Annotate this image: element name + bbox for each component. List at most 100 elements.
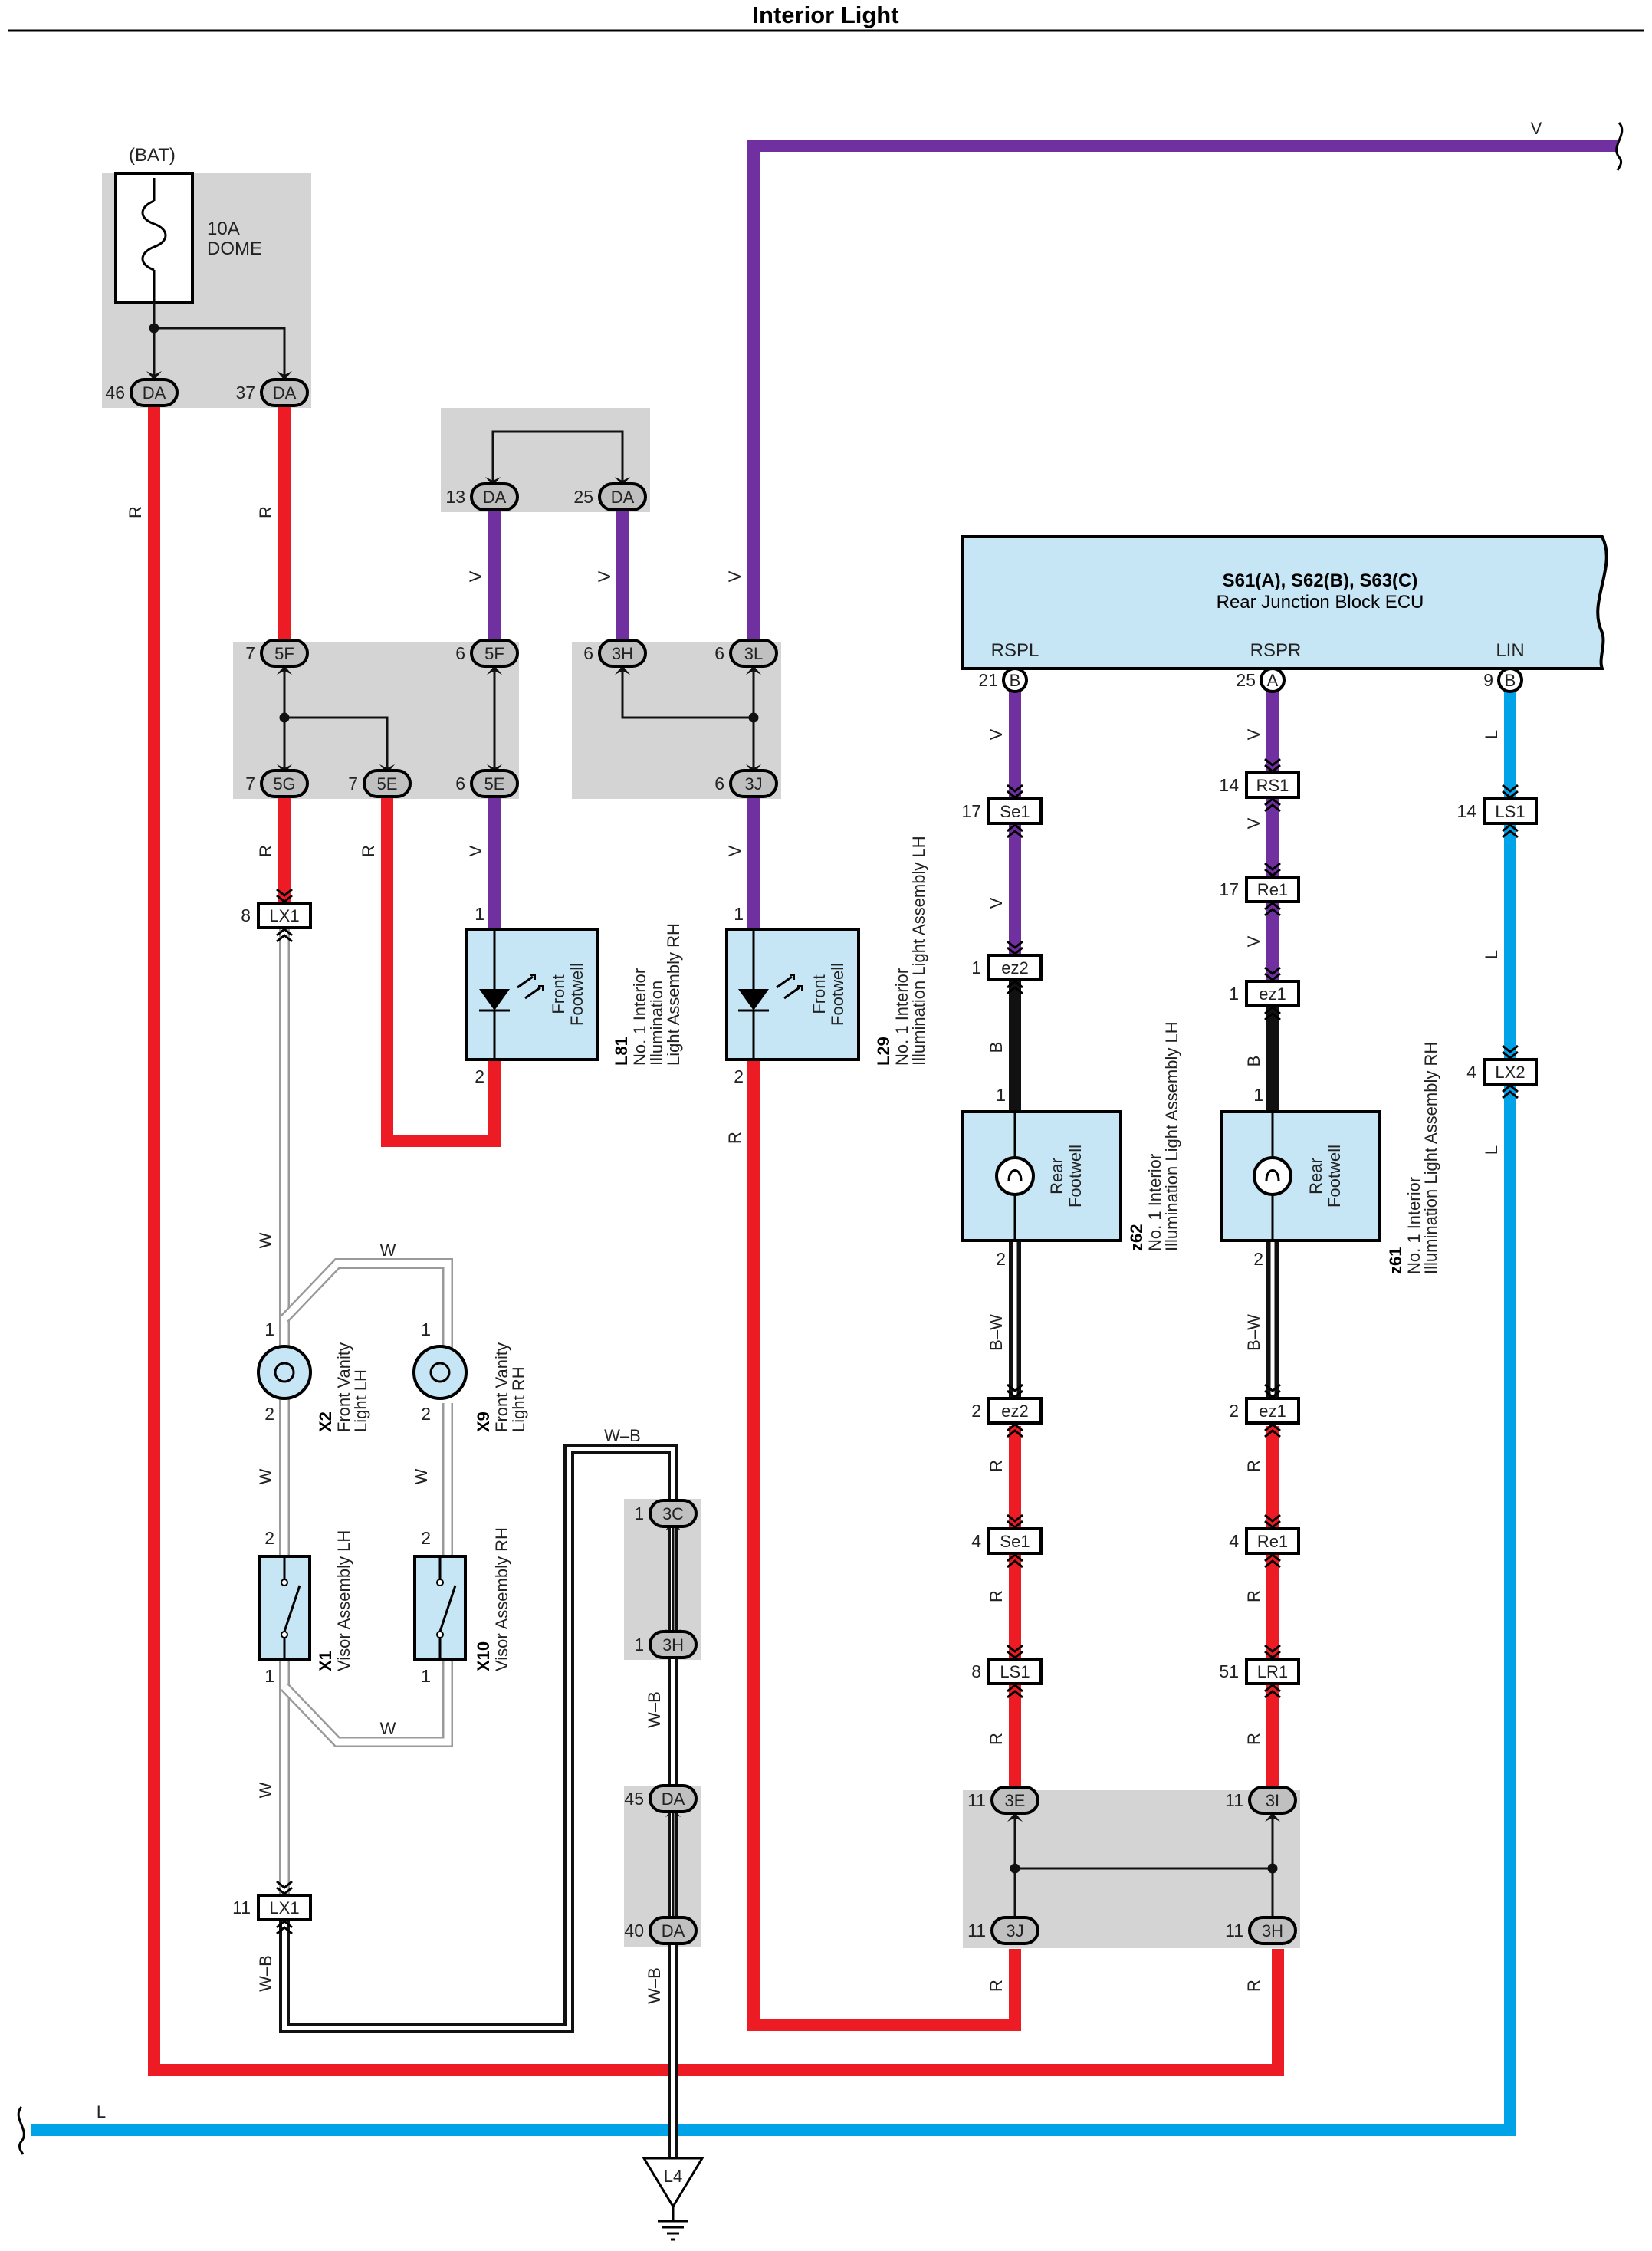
svg-text:1: 1	[996, 1085, 1006, 1105]
connector-pin: 1	[1229, 984, 1239, 1004]
svg-text:2: 2	[421, 1528, 431, 1548]
svg-text:z61: z61	[1386, 1247, 1405, 1274]
svg-text:X9: X9	[474, 1411, 493, 1432]
svg-text:1: 1	[264, 1319, 274, 1339]
component-l29: 1 2 Front Footwell L29 No. 1 Interior Il…	[725, 836, 928, 1086]
connector-pin: 4	[1229, 1531, 1239, 1551]
connector-code: 3E	[1005, 1791, 1026, 1810]
connector-code: Se1	[1000, 802, 1030, 821]
oval-connector-3l: 3L6	[714, 639, 778, 668]
svg-text:Illumination Light Assembly LH: Illumination Light Assembly LH	[909, 836, 928, 1066]
connector-pin: 46	[105, 383, 125, 403]
connector-code: DA	[662, 1921, 685, 1940]
connector-code: 3I	[1266, 1791, 1279, 1810]
connector-code: 5G	[273, 774, 295, 794]
svg-text:Illumination Light Assembly RH: Illumination Light Assembly RH	[1421, 1042, 1440, 1274]
junction-boxes	[102, 173, 1300, 1948]
svg-text:B: B	[987, 1042, 1006, 1053]
violet-wires	[488, 140, 1618, 994]
svg-text:R: R	[987, 1733, 1006, 1745]
svg-text:2: 2	[996, 1249, 1006, 1269]
svg-text:1: 1	[1253, 1085, 1263, 1105]
connector-pin: 25	[573, 487, 593, 507]
connector-pin: 9	[1483, 670, 1493, 690]
connector-pin: 11	[1225, 1790, 1243, 1810]
connector-code: 3H	[1262, 1921, 1283, 1940]
svg-text:R: R	[126, 506, 145, 518]
svg-text:Rear: Rear	[1047, 1158, 1066, 1195]
ground-code: L4	[664, 2167, 682, 2186]
svg-text:Visor Assembly LH: Visor Assembly LH	[334, 1530, 353, 1671]
connector-code: 5E	[377, 774, 398, 794]
connector-code: LX2	[1495, 1063, 1525, 1082]
oval-connector-da: DA 40	[624, 1916, 698, 1945]
svg-text:1: 1	[734, 904, 744, 924]
connector-pin: 1	[634, 1635, 644, 1655]
svg-text:W: W	[380, 1241, 396, 1260]
connector-code: LR1	[1257, 1662, 1288, 1681]
oval-connector-3c: 3C1	[634, 1499, 698, 1528]
connector-code: 3J	[744, 774, 762, 794]
svg-text:Light LH: Light LH	[351, 1369, 370, 1432]
component-z62: 1 2 Rear Footwell z62 No. 1 Interior Ill…	[961, 1021, 1181, 1269]
wire-break-symbols	[17, 122, 1624, 2155]
rect-connectors: LX18LX111Se117RS114LS114Re117ez21ez11LX2…	[232, 757, 1538, 1935]
page-title: Interior Light	[752, 2, 898, 28]
svg-text:Front: Front	[549, 974, 568, 1014]
connector-pin: 8	[971, 1661, 981, 1681]
blue-wires	[31, 682, 1516, 2136]
component-z61: 1 2 Rear Footwell z61 No. 1 Interior Ill…	[1220, 1042, 1440, 1274]
svg-text:W: W	[256, 1468, 275, 1484]
component-x2: 1 2 X2 Front Vanity Light LH	[257, 1319, 370, 1432]
component-x9: 1 2 X9 Front Vanity Light RH	[412, 1319, 528, 1432]
svg-text:2: 2	[475, 1066, 484, 1086]
svg-text:L29: L29	[874, 1037, 893, 1066]
svg-text:W–B: W–B	[604, 1426, 641, 1445]
connector-code: 3H	[662, 1635, 684, 1655]
svg-text:W: W	[256, 1782, 275, 1798]
svg-text:R: R	[1244, 1590, 1263, 1602]
connector-code: B	[1010, 671, 1021, 690]
svg-text:B: B	[1244, 1056, 1263, 1067]
oval-connector-5e: 5E 7	[348, 769, 412, 798]
connector-pin: 25	[1236, 670, 1256, 690]
svg-text:Illumination: Illumination	[647, 981, 666, 1066]
svg-text:V: V	[466, 845, 485, 856]
connector-pin: 40	[624, 1921, 644, 1940]
connector-pin: 7	[245, 774, 255, 794]
svg-text:W–B: W–B	[256, 1955, 275, 1992]
connector-code: Se1	[1000, 1532, 1030, 1551]
svg-text:Front Vanity: Front Vanity	[334, 1342, 353, 1432]
svg-text:W: W	[380, 1719, 396, 1738]
connector-code: LX1	[269, 906, 299, 925]
connector-code: 5E	[484, 774, 505, 794]
oval-connector-3h: 3H6	[583, 639, 647, 668]
connector-code: A	[1267, 671, 1279, 690]
svg-text:Visor Assembly RH: Visor Assembly RH	[492, 1527, 511, 1671]
component-x1: 2 1 X1 Visor Assembly LH	[258, 1528, 353, 1686]
oval-connector-3i: 3I 11	[1225, 1786, 1297, 1815]
svg-text:2: 2	[734, 1066, 744, 1086]
white-wires	[279, 929, 453, 1894]
component-x10: 2 1 X10 Visor Assembly RH	[413, 1527, 511, 1686]
svg-text:2: 2	[264, 1528, 274, 1548]
connector-pin: 7	[348, 774, 358, 794]
svg-text:V: V	[466, 570, 485, 582]
svg-text:L: L	[1482, 950, 1501, 959]
ecu-terminal-rspr: RSPR	[1250, 640, 1302, 661]
connector-pin: 11	[967, 1790, 986, 1810]
bw-wires	[1009, 1241, 1279, 1411]
svg-text:Footwell: Footwell	[567, 963, 586, 1026]
connector-pin: 17	[1219, 879, 1239, 899]
svg-text:W–B: W–B	[645, 1691, 664, 1728]
connector-pin: 7	[245, 643, 255, 663]
